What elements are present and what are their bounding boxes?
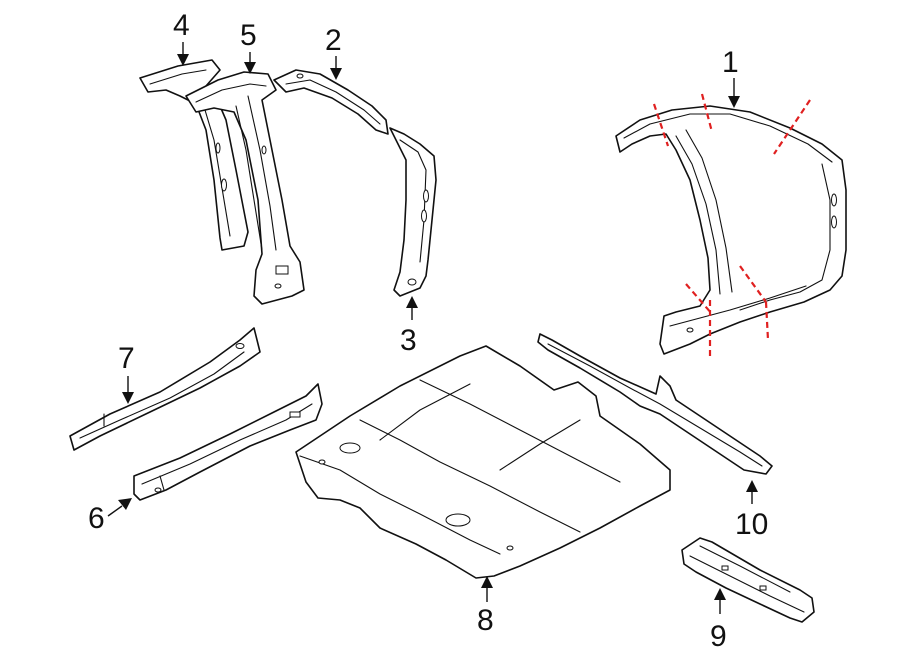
part-9[interactable] bbox=[681, 537, 815, 623]
callout-7: 7 bbox=[118, 342, 135, 404]
part-1-cut-lines bbox=[652, 93, 811, 360]
callout-4: 4 bbox=[173, 9, 190, 66]
svg-text:8: 8 bbox=[477, 604, 494, 637]
part-1[interactable] bbox=[615, 105, 847, 355]
svg-text:4: 4 bbox=[173, 9, 190, 42]
part-8[interactable] bbox=[295, 345, 671, 579]
callout-9: 9 bbox=[710, 588, 727, 653]
callout-10: 10 bbox=[735, 480, 768, 541]
part-5[interactable] bbox=[185, 71, 305, 305]
svg-text:10: 10 bbox=[735, 508, 768, 541]
callout-8: 8 bbox=[477, 576, 494, 637]
callout-3: 3 bbox=[400, 296, 418, 357]
svg-text:9: 9 bbox=[710, 620, 727, 653]
callout-1: 1 bbox=[722, 46, 740, 108]
part-10[interactable] bbox=[537, 333, 773, 475]
svg-text:1: 1 bbox=[722, 46, 739, 79]
svg-text:2: 2 bbox=[325, 24, 342, 57]
part-3[interactable] bbox=[389, 127, 437, 297]
part-6[interactable] bbox=[133, 383, 323, 501]
svg-text:3: 3 bbox=[400, 324, 417, 357]
callout-5: 5 bbox=[240, 19, 257, 74]
part-4[interactable] bbox=[139, 59, 249, 251]
svg-text:6: 6 bbox=[88, 502, 105, 535]
part-7[interactable] bbox=[69, 327, 261, 451]
callout-2: 2 bbox=[325, 24, 342, 80]
svg-text:7: 7 bbox=[118, 342, 135, 375]
callout-6: 6 bbox=[88, 498, 132, 535]
part-2[interactable] bbox=[273, 69, 389, 135]
svg-text:5: 5 bbox=[240, 19, 257, 52]
